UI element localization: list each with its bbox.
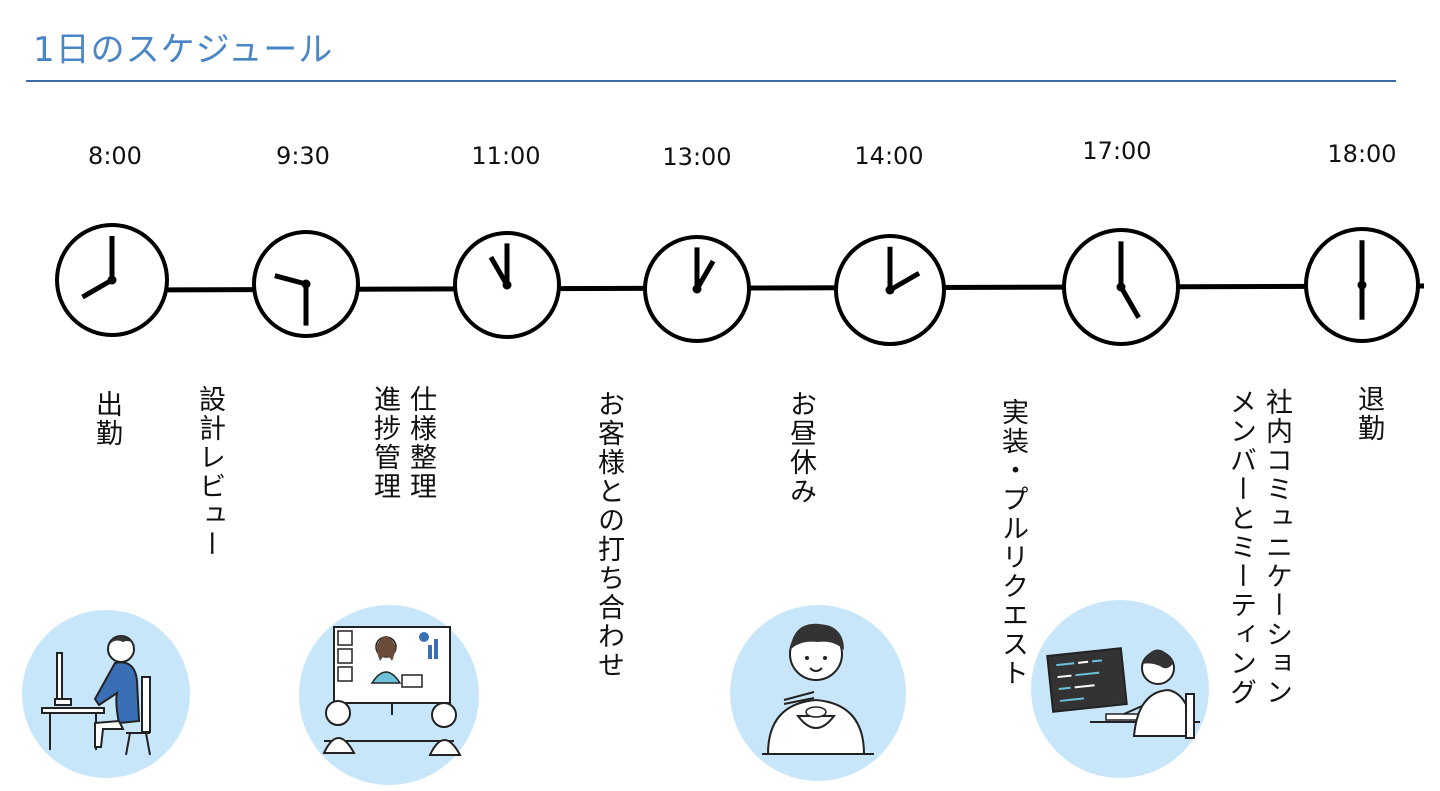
activity-label-1: 出勤 [91, 390, 122, 448]
clock-icon [1304, 227, 1420, 343]
clock-group [55, 223, 1420, 346]
clock-icon [55, 223, 169, 337]
clock-center [1357, 280, 1367, 290]
clock-icon [1062, 228, 1180, 346]
time-label-4: 13:00 [662, 143, 732, 171]
clock-icon [252, 230, 360, 338]
clock-center [692, 284, 702, 294]
clock-center [885, 285, 895, 295]
activity-label-7b: メンバーとミーティング [1225, 388, 1256, 707]
clock-icon [643, 235, 751, 343]
lunch-eating-illustration [730, 605, 906, 781]
time-label-1: 8:00 [88, 142, 142, 170]
clock-hour-hand [81, 277, 114, 300]
title-underline [26, 80, 1396, 82]
clock-hour-hand [1118, 285, 1141, 319]
clock-hour-hand [888, 271, 921, 293]
clock-center [107, 275, 117, 285]
activity-label-2: 設計レビュー [194, 385, 225, 559]
activity-label-3b: 進捗管理 [369, 385, 400, 501]
clock-hour-hand [274, 273, 307, 287]
clock-hour-hand [694, 259, 716, 291]
activity-label-4: お客様との打ち合わせ [593, 390, 624, 680]
activity-label-5: お昼休み [785, 390, 816, 506]
activity-label-8: 退勤 [1353, 385, 1384, 443]
time-label-5: 14:00 [854, 142, 924, 170]
time-label-6: 17:00 [1082, 137, 1152, 165]
clock-center [301, 279, 311, 289]
time-label-7: 18:00 [1327, 140, 1397, 168]
clock-icon [453, 231, 561, 339]
activity-label-6: 実装・プルリクエスト [997, 398, 1028, 688]
clock-hour-hand [488, 255, 510, 287]
clock-icon [834, 234, 946, 346]
video-meeting-illustration [299, 605, 479, 785]
time-label-3: 11:00 [471, 142, 541, 170]
programmer-coding-illustration [1031, 600, 1209, 778]
time-label-2: 9:30 [276, 142, 330, 170]
clock-center [502, 280, 512, 290]
activity-label-7a: 社内コミュニケーション [1261, 388, 1292, 707]
clock-center [1116, 282, 1126, 292]
activity-label-3a: 仕様整理 [405, 385, 436, 501]
person-at-computer-illustration [22, 610, 190, 778]
page-title: 1日のスケジュール [33, 30, 334, 70]
